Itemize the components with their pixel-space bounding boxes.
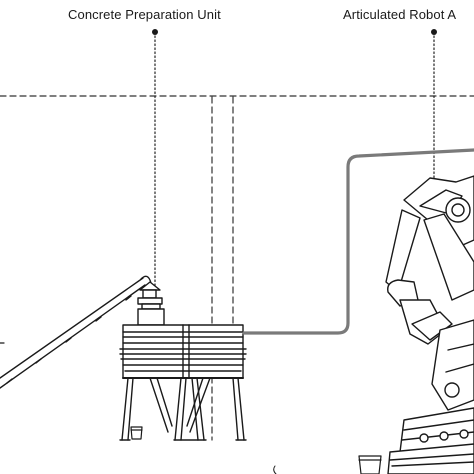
conveyor-belt <box>0 275 152 389</box>
mixer-legs <box>119 377 247 441</box>
mixer-tank <box>119 324 247 379</box>
concrete-preparation-unit-label: Concrete Preparation Unit <box>68 7 221 22</box>
bucket-robot <box>358 455 382 474</box>
bucket-small <box>130 426 143 440</box>
robot-arm <box>385 175 474 474</box>
concrete-hose <box>242 148 474 335</box>
hopper <box>137 281 165 326</box>
dashed-frame <box>0 95 474 441</box>
leader-dot-robot-top <box>431 29 437 35</box>
articulated-robot-arm-label: Articulated Robot A <box>343 7 457 22</box>
leader-dot-concrete-top <box>152 29 158 35</box>
